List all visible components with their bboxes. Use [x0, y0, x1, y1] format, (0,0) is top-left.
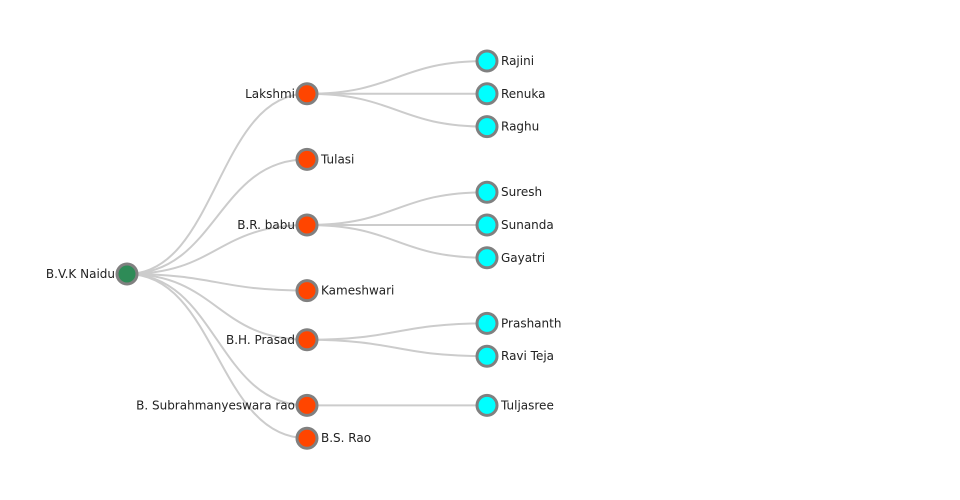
node-b-s-rao[interactable]: B.S. Rao: [295, 426, 371, 450]
node-b-subrahmanyeswara-rao[interactable]: B. Subrahmanyeswara rao: [136, 393, 319, 417]
node-b-s-rao-label: B.S. Rao: [321, 431, 371, 445]
link-lakshmi-raghu: [306, 92, 488, 128]
node-b-v-k-naidu[interactable]: B.V.K Naidu: [46, 262, 139, 286]
node-suresh-label: Suresh: [501, 185, 542, 199]
link-lakshmi-rajini: [306, 60, 488, 95]
node-lakshmi[interactable]: Lakshmi: [245, 82, 319, 106]
node-tuljasree-label: Tuljasree: [500, 398, 554, 412]
node-rajini-circle[interactable]: [475, 49, 499, 73]
link-root-lakshmi: [126, 92, 308, 275]
link-root-b-r-babu: [126, 224, 308, 275]
node-tulasi[interactable]: Tulasi: [295, 147, 354, 171]
node-kameshwari[interactable]: Kameshwari: [295, 279, 394, 303]
node-gayatri[interactable]: Gayatri: [475, 246, 545, 270]
link-b-r-babu-gayatri: [306, 224, 488, 259]
link-root-kameshwari: [126, 273, 308, 292]
node-tuljasree-circle[interactable]: [475, 393, 499, 417]
node-rajini[interactable]: Rajini: [475, 49, 534, 73]
node-suresh-circle[interactable]: [475, 180, 499, 204]
node-raghu[interactable]: Raghu: [475, 115, 539, 139]
node-ravi-teja-label: Ravi Teja: [501, 349, 554, 363]
link-root-tulasi: [126, 158, 308, 275]
link-root-b-subrahmanyeswara-rao: [126, 273, 308, 407]
node-suresh[interactable]: Suresh: [475, 180, 542, 204]
node-b-v-k-naidu-label: B.V.K Naidu: [46, 267, 115, 281]
node-kameshwari-label: Kameshwari: [321, 284, 394, 298]
node-b-s-rao-circle[interactable]: [295, 426, 319, 450]
node-renuka[interactable]: Renuka: [475, 82, 545, 106]
node-b-r-babu-label: B.R. babu: [237, 218, 295, 232]
node-b-h-prasad-circle[interactable]: [295, 328, 319, 352]
link-root-b-h-prasad: [126, 273, 308, 341]
tree-nodes: B.V.K Naidu Lakshmi RajiniRenukaRaghuTulas…: [46, 49, 561, 450]
node-sunanda-label: Sunanda: [501, 218, 554, 232]
node-b-v-k-naidu-circle[interactable]: [115, 262, 139, 286]
node-renuka-label: Renuka: [501, 87, 545, 101]
tree-links: [126, 60, 488, 440]
node-gayatri-label: Gayatri: [501, 251, 545, 265]
node-b-r-babu[interactable]: B.R. babu: [237, 213, 319, 237]
node-tuljasree[interactable]: Tuljasree: [475, 393, 554, 417]
link-b-h-prasad-prashanth: [306, 322, 488, 341]
node-renuka-circle[interactable]: [475, 82, 499, 106]
link-b-h-prasad-ravi-teja: [306, 338, 488, 358]
node-gayatri-circle[interactable]: [475, 246, 499, 270]
node-rajini-label: Rajini: [501, 54, 534, 68]
node-b-h-prasad[interactable]: B.H. Prasad: [226, 328, 319, 352]
node-prashanth-circle[interactable]: [475, 311, 499, 335]
node-tulasi-label: Tulasi: [320, 152, 354, 166]
node-raghu-label: Raghu: [501, 120, 539, 134]
node-ravi-teja[interactable]: Ravi Teja: [475, 344, 554, 368]
node-sunanda[interactable]: Sunanda: [475, 213, 554, 237]
node-b-h-prasad-label: B.H. Prasad: [226, 333, 295, 347]
node-b-subrahmanyeswara-rao-label: B. Subrahmanyeswara rao: [136, 398, 295, 412]
node-ravi-teja-circle[interactable]: [475, 344, 499, 368]
link-b-r-babu-suresh: [306, 191, 488, 226]
node-raghu-circle[interactable]: [475, 115, 499, 139]
node-b-r-babu-circle[interactable]: [295, 213, 319, 237]
node-tulasi-circle[interactable]: [295, 147, 319, 171]
node-prashanth-label: Prashanth: [501, 316, 561, 330]
node-prashanth[interactable]: Prashanth: [475, 311, 561, 335]
node-lakshmi-circle[interactable]: [295, 82, 319, 106]
link-root-b-s-rao: [126, 273, 308, 440]
node-kameshwari-circle[interactable]: [295, 279, 319, 303]
node-lakshmi-label: Lakshmi: [245, 87, 295, 101]
node-b-subrahmanyeswara-rao-circle[interactable]: [295, 393, 319, 417]
node-sunanda-circle[interactable]: [475, 213, 499, 237]
